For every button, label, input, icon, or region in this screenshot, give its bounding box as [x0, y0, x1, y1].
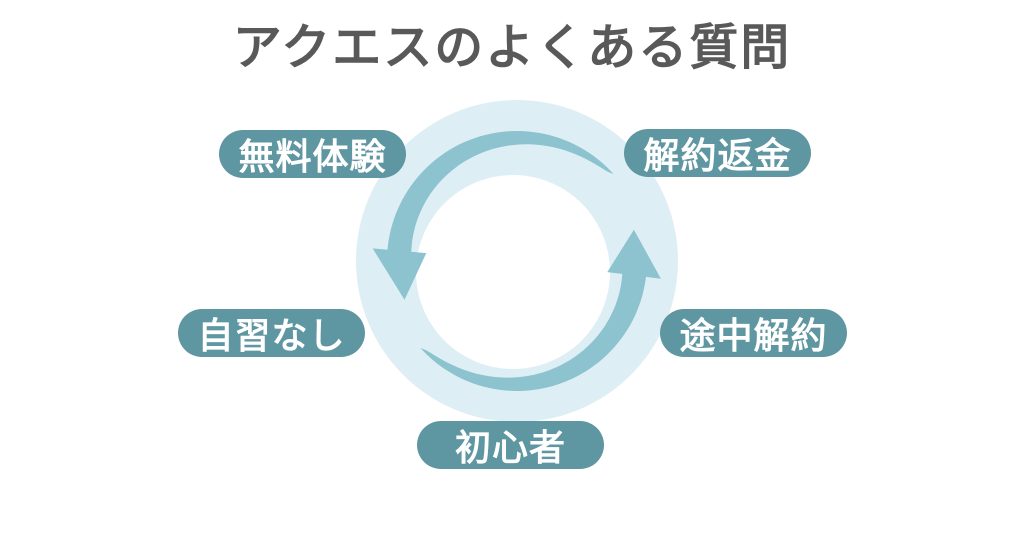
arrow-bottom-counterclockwise-icon	[420, 229, 661, 391]
label-pill-beginner: 初心者	[417, 421, 604, 469]
arrow-top-counterclockwise-icon	[372, 131, 614, 300]
label-pill-cancellation-refund: 解約返金	[624, 129, 811, 177]
cycle-inner-circle	[416, 175, 610, 369]
page-title: アクエスのよくある質問	[232, 21, 792, 75]
label-pill-free-trial: 無料体験	[219, 130, 406, 178]
label-pill-mid-course-cancellation: 途中解約	[660, 309, 847, 357]
label-pill-no-self-study: 自習なし	[178, 309, 365, 357]
